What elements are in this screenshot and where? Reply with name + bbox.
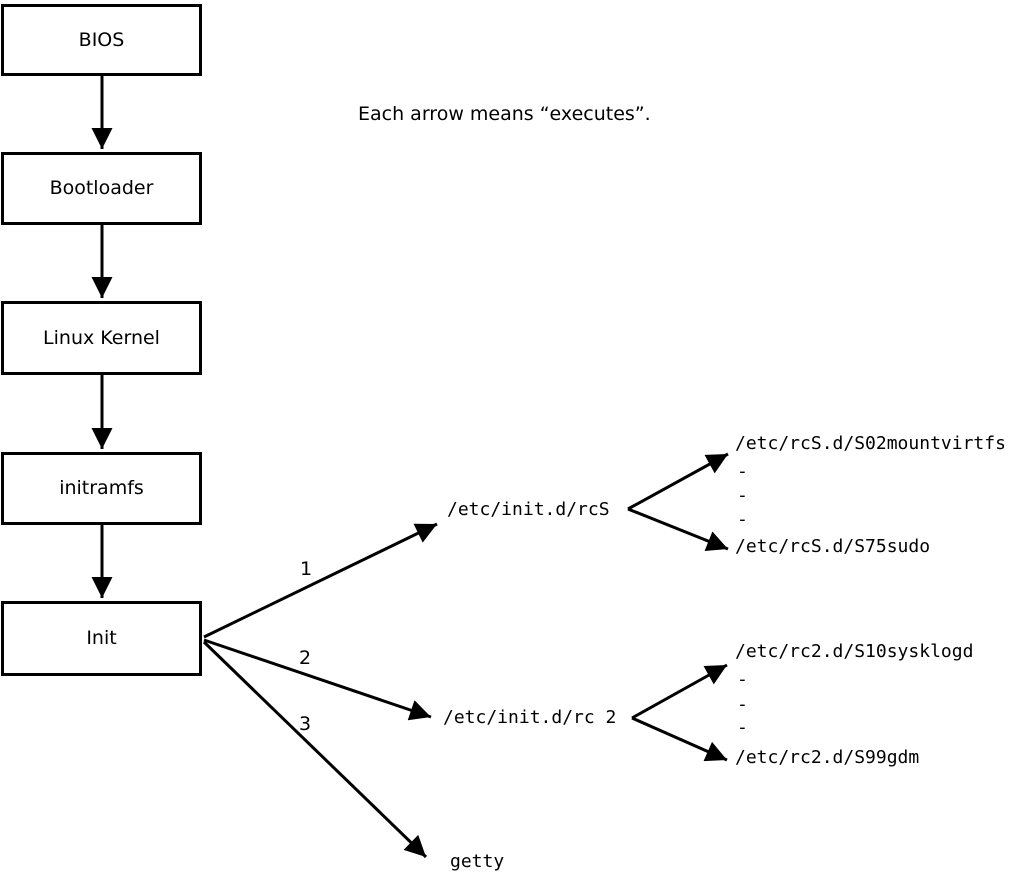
arrow-rcS-to-S75sudo (627, 507, 729, 551)
script-label-s75sudo: /etc/rcS.d/S75sudo (735, 536, 931, 557)
node-bios-label: BIOS (78, 28, 125, 51)
arrow-init-to-rcS (203, 522, 438, 639)
node-init: Init (1, 601, 202, 676)
script-label-s10sysklogd: /etc/rc2.d/S10sysklogd (735, 641, 974, 662)
ellipsis-dash: - (737, 509, 748, 530)
node-init-label: Init (86, 627, 117, 649)
target-rc2-label: /etc/init.d/rc 2 (443, 707, 617, 728)
arrow-rc2-to-S10sysklogd (631, 663, 728, 720)
arrow-number-2: 2 (299, 647, 312, 669)
target-getty-label: getty (450, 851, 505, 872)
ellipsis-dash: - (737, 717, 748, 738)
script-label-s02mountvirtfs: /etc/rcS.d/S02mountvirtfs (735, 433, 1006, 454)
arrow-number-1: 1 (300, 558, 313, 580)
ellipsis-dash: - (737, 461, 748, 482)
ellipsis-dash: - (737, 669, 748, 690)
arrow-rcS-to-S02mountvirtfs (627, 452, 729, 511)
legend-note: Each arrow means “executes”. (358, 103, 651, 125)
arrow-init-to-getty (202, 640, 428, 859)
node-initramfs: initramfs (1, 452, 202, 525)
node-linux-kernel-label: Linux Kernel (43, 326, 160, 349)
node-linux-kernel: Linux Kernel (1, 301, 202, 375)
script-label-s99gdm: /etc/rc2.d/S99gdm (735, 747, 920, 768)
arrow-rc2-to-S99gdm (631, 716, 728, 762)
arrow-init-to-rc2 (203, 638, 432, 721)
ellipsis-dash: - (737, 694, 748, 715)
arrow-number-3: 3 (299, 713, 312, 735)
node-initramfs-label: initramfs (59, 477, 144, 499)
node-bios: BIOS (1, 4, 202, 76)
ellipsis-dash: - (737, 485, 748, 506)
node-bootloader: Bootloader (1, 152, 202, 225)
target-rcS-label: /etc/init.d/rcS (447, 499, 610, 520)
node-bootloader-label: Bootloader (49, 177, 154, 199)
